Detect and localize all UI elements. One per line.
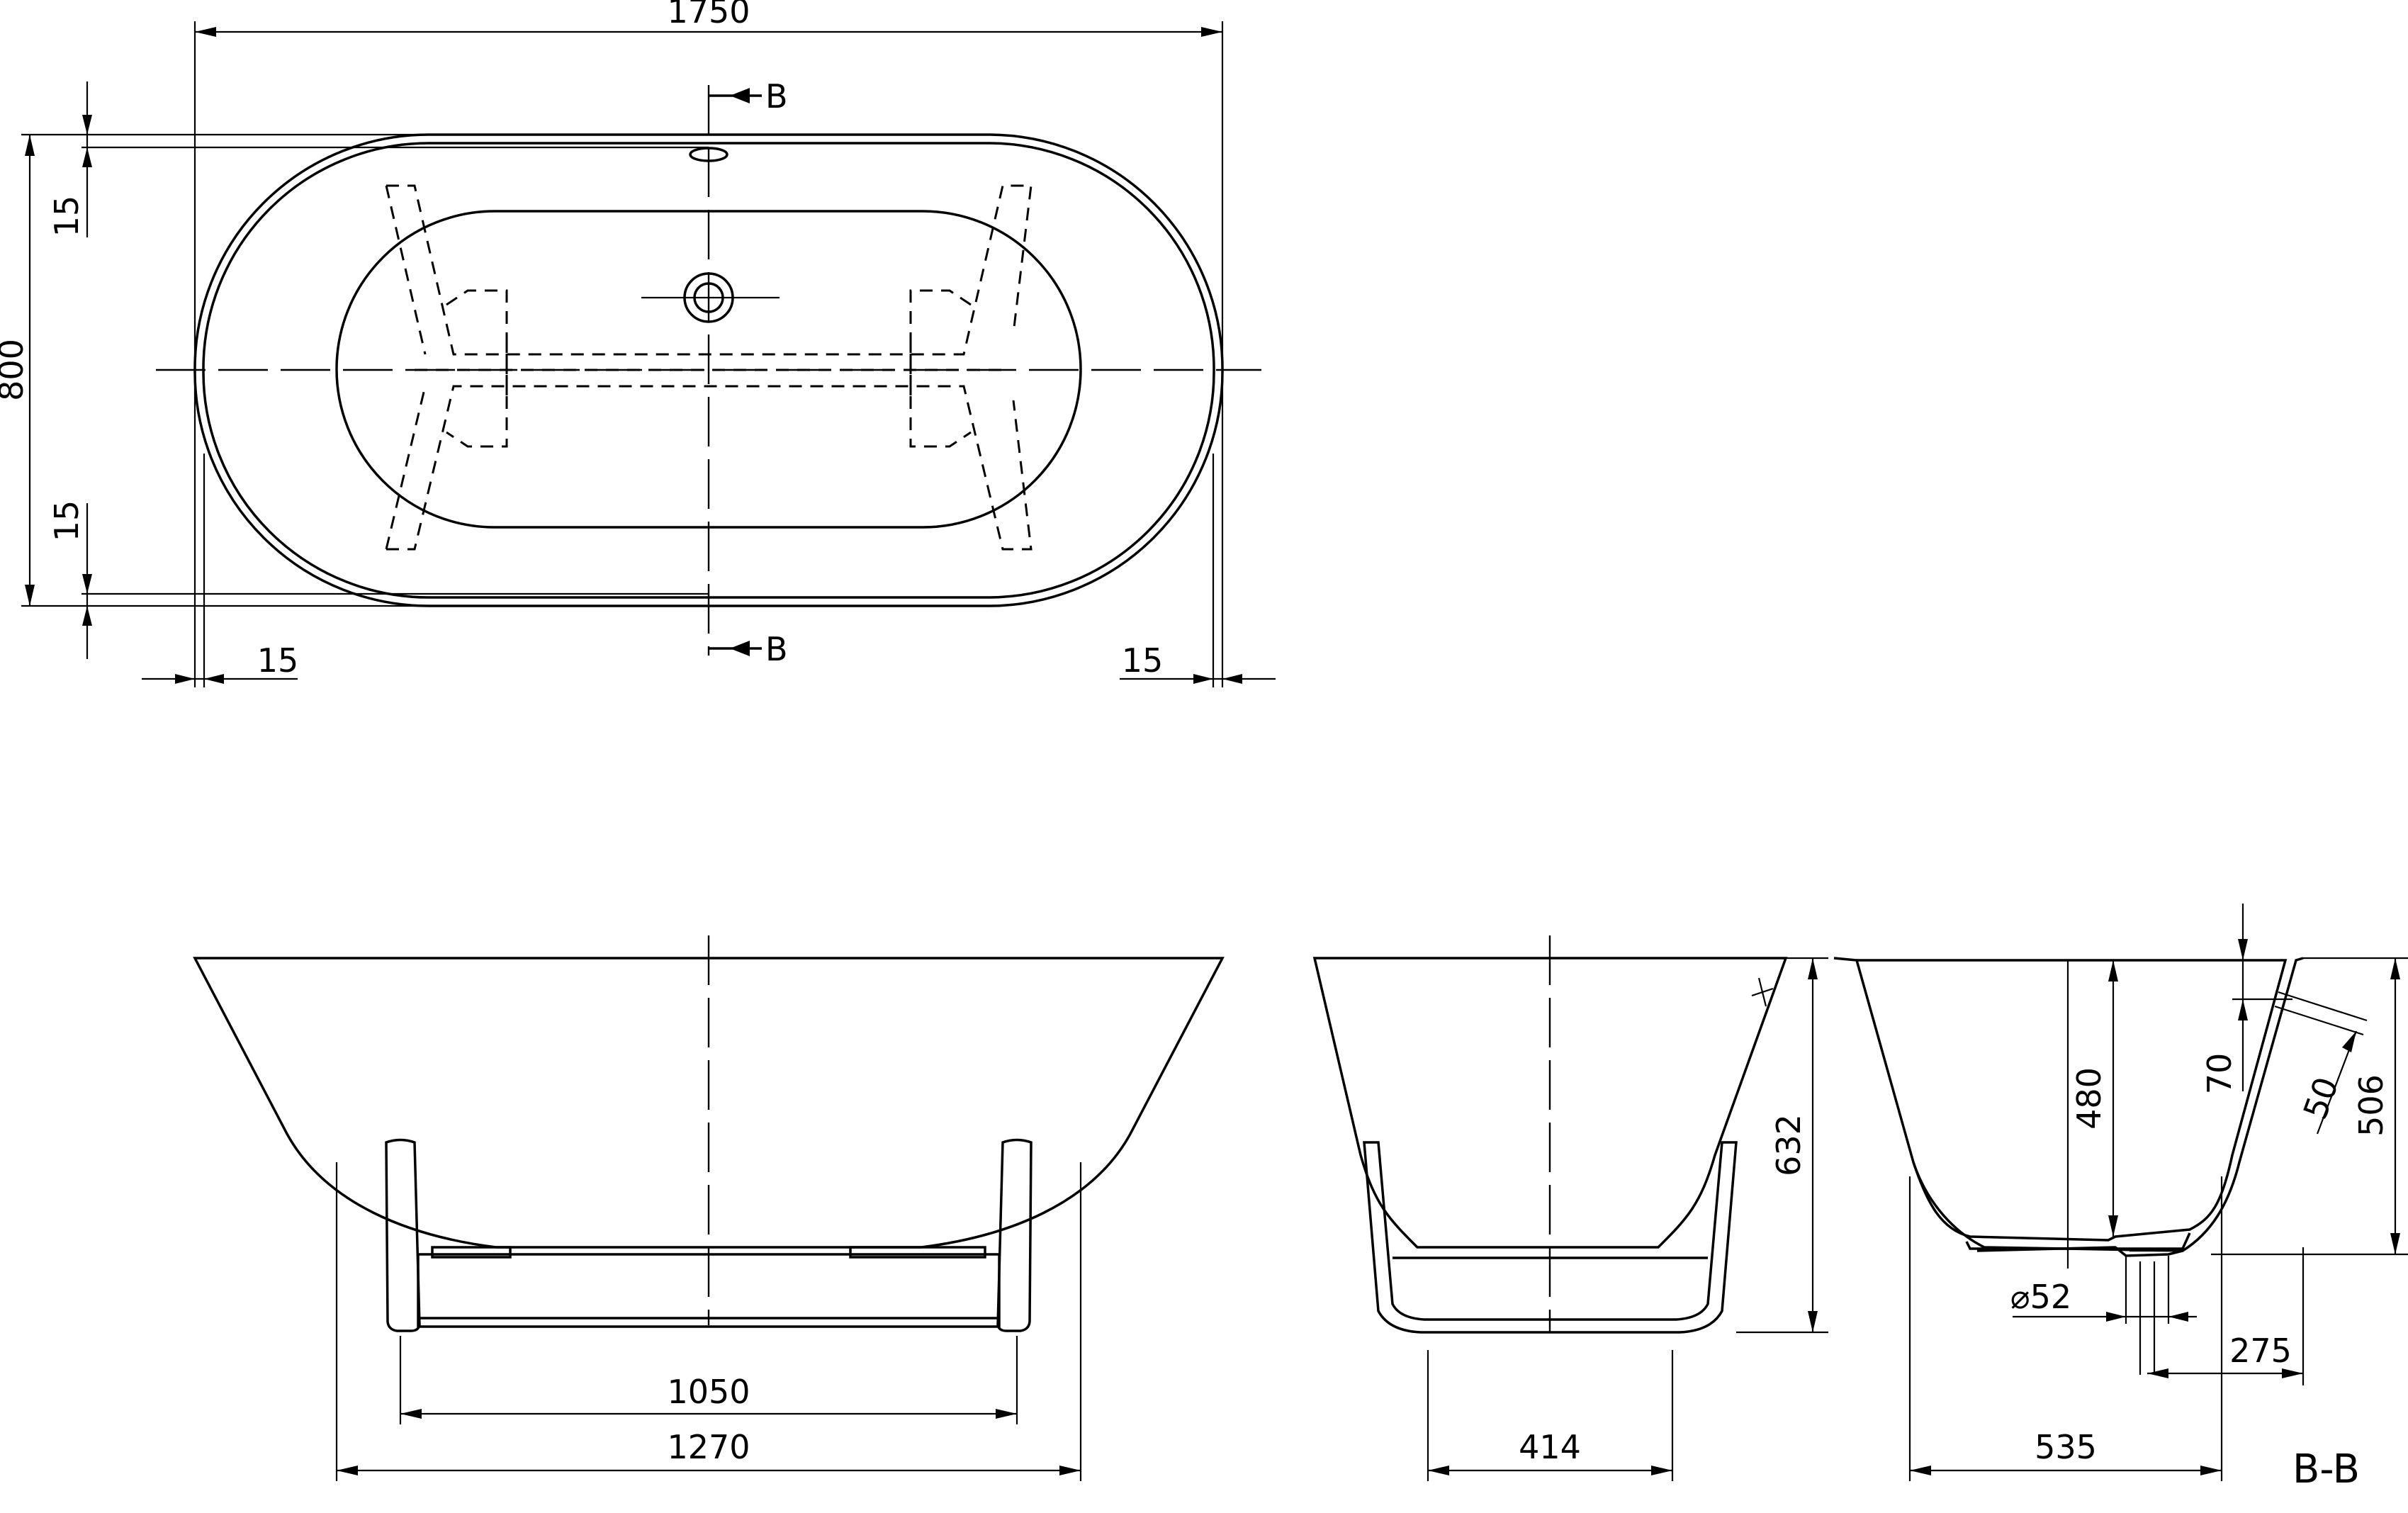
section-marker-top: B [765, 77, 788, 116]
section-title: B-B [2292, 1446, 2360, 1492]
top-depth-dimension: 800 [0, 339, 30, 401]
base-plate [417, 1253, 1001, 1328]
top-width-dimension: 1750 [667, 0, 750, 30]
side-outer-width-dimension: 1270 [667, 1428, 750, 1466]
top-view: 1750 800 15 15 15 15 B [0, 0, 1276, 687]
end-height-dimension: 632 [1770, 1114, 1808, 1176]
section-inner-depth-dimension: 480 [2070, 1067, 2108, 1130]
section-view: 480 70 50 506 ⌀52 275 [1833, 904, 2408, 1492]
top-margin-top-dimension: 15 [47, 196, 86, 237]
section-overflow-height-dimension: 70 [2200, 1053, 2239, 1095]
hidden-support-frame [385, 184, 1033, 551]
section-inner-wall [1857, 959, 2288, 1242]
end-foot-frame [1363, 1141, 1738, 1334]
section-drain-diameter-dimension: ⌀52 [2010, 1278, 2071, 1316]
top-margin-bottom-dimension: 15 [47, 500, 86, 542]
section-width-dimension: 535 [2035, 1428, 2097, 1466]
side-view: 1050 1270 [193, 935, 1225, 1481]
end-view: 414 632 [1312, 935, 1828, 1481]
section-total-height-dimension: 506 [2352, 1074, 2390, 1137]
section-marker-bottom: B [765, 630, 788, 668]
section-drain-offset-dimension: 275 [2229, 1332, 2292, 1370]
side-inner-width-dimension: 1050 [667, 1373, 750, 1411]
top-margin-left-dimension: 15 [257, 641, 299, 680]
left-foot [385, 1138, 421, 1332]
end-width-dimension: 414 [1519, 1428, 1581, 1466]
top-margin-right-dimension: 15 [1122, 641, 1164, 680]
tub-end-silhouette [1312, 957, 1788, 1249]
right-foot [996, 1138, 1033, 1332]
